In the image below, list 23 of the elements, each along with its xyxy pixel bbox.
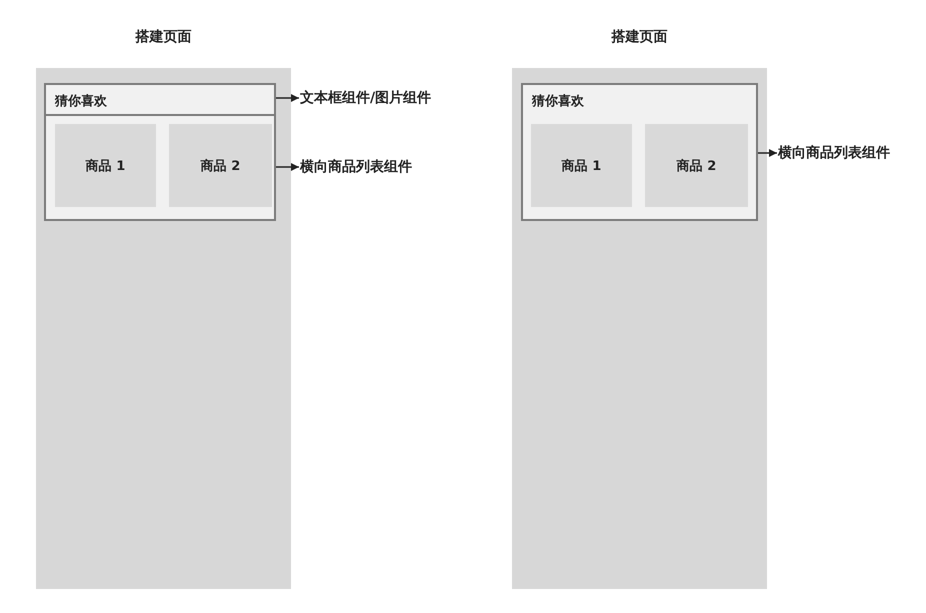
product-name: 商品 1 [562, 158, 602, 174]
annotation-text: 文本框组件/图片组件 [300, 89, 432, 107]
product-card [645, 124, 748, 207]
header-box [44, 83, 276, 116]
page-panel [36, 68, 291, 589]
arrow [758, 149, 777, 157]
section-title: 猜你喜欢 [55, 93, 107, 110]
product-card [55, 124, 156, 207]
annotation-text: 横向商品列表组件 [300, 158, 412, 176]
page-title: 搭建页面 [612, 28, 668, 46]
page-title: 搭建页面 [136, 28, 192, 46]
product-name: 商品 2 [200, 158, 240, 174]
product-card [531, 124, 632, 207]
list-box [521, 83, 758, 221]
arrow [276, 94, 299, 102]
page-panel [512, 68, 767, 589]
product-name: 商品 2 [676, 158, 716, 174]
section-title: 猜你喜欢 [532, 93, 584, 110]
annotation-text: 横向商品列表组件 [778, 144, 890, 162]
product-card [169, 124, 272, 207]
list-box [44, 114, 276, 221]
arrow [276, 163, 299, 171]
product-name: 商品 1 [86, 158, 126, 174]
